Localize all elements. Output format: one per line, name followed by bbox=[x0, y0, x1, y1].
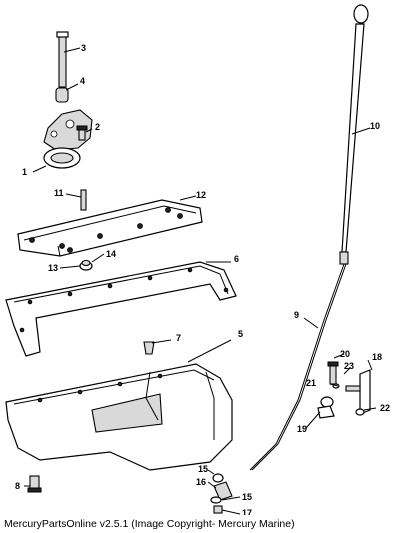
callout-17: 17 bbox=[242, 508, 252, 515]
callout-1: 1 bbox=[22, 167, 27, 177]
callout-6: 6 bbox=[234, 254, 239, 264]
tube-fittings bbox=[210, 473, 233, 514]
callout-21: 21 bbox=[306, 378, 316, 388]
callout-7: 7 bbox=[176, 333, 181, 343]
callout-2: 2 bbox=[95, 122, 100, 132]
tube-sleeve bbox=[55, 87, 69, 103]
callout-8: 8 bbox=[15, 481, 20, 491]
callout-5: 5 bbox=[238, 329, 243, 339]
callout-23: 23 bbox=[344, 361, 354, 371]
callout-18: 18 bbox=[372, 352, 382, 362]
oil-pan-gasket bbox=[5, 261, 237, 357]
callout-16: 16 bbox=[196, 477, 206, 487]
callout-20: 20 bbox=[340, 349, 350, 359]
callout-9: 9 bbox=[294, 310, 299, 320]
callout-19: 19 bbox=[297, 424, 307, 434]
callout-4: 4 bbox=[80, 76, 85, 86]
image-caption: MercuryPartsOnline v2.5.1 (Image Copyrig… bbox=[4, 518, 295, 530]
plug bbox=[143, 341, 155, 355]
stud bbox=[80, 189, 87, 211]
callout-3: 3 bbox=[81, 43, 86, 53]
parts-diagram: 1 2 3 4 5 6 7 8 9 10 11 12 13 14 15 16 1… bbox=[5, 4, 390, 515]
pump-bolt bbox=[76, 125, 88, 141]
dipstick bbox=[341, 4, 369, 253]
windage-tray bbox=[17, 199, 203, 257]
leader-lines bbox=[24, 47, 377, 515]
drain-plug bbox=[27, 475, 42, 493]
callout-11: 11 bbox=[54, 188, 64, 198]
callout-15-top: 15 bbox=[198, 464, 208, 474]
pickup-tube bbox=[56, 31, 69, 88]
callout-14: 14 bbox=[106, 249, 116, 259]
callout-13: 13 bbox=[48, 263, 58, 273]
oil-pan bbox=[5, 363, 233, 471]
callout-12: 12 bbox=[196, 190, 206, 200]
callout-15-bottom: 15 bbox=[242, 492, 252, 502]
callout-labels: 1 2 3 4 5 6 7 8 9 10 11 12 13 14 15 16 1… bbox=[15, 43, 390, 515]
dipstick-tube bbox=[249, 251, 349, 471]
callout-10: 10 bbox=[370, 121, 380, 131]
callout-22: 22 bbox=[380, 403, 390, 413]
nut-washer bbox=[79, 259, 93, 271]
